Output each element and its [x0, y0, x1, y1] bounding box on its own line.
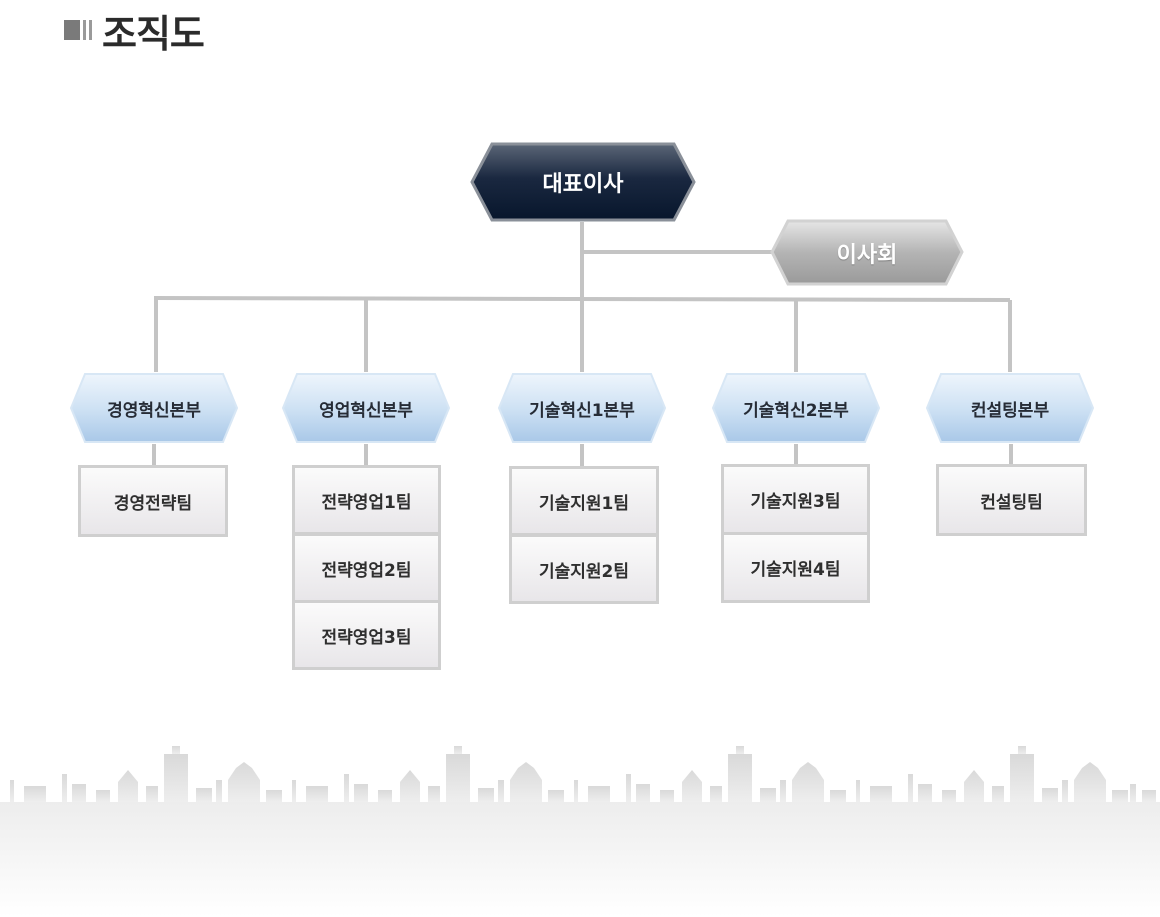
- team-box: 전략영업3팀: [292, 600, 441, 670]
- team-box: 기술지원3팀: [721, 464, 870, 535]
- division-label: 영업혁신본부: [319, 400, 413, 421]
- division-label: 컨설팅본부: [970, 400, 1050, 421]
- team-box: 기술지원2팀: [509, 534, 659, 604]
- division-node: 영업혁신본부: [281, 372, 451, 444]
- page-title: 조직도: [102, 11, 205, 56]
- division-label: 경영혁신본부: [107, 400, 201, 421]
- team-box: 경영전략팀: [78, 465, 228, 537]
- team-box: 전략영업1팀: [292, 465, 441, 535]
- division-node: 기술혁신2본부: [711, 372, 881, 444]
- board-node: 이사회: [770, 219, 964, 286]
- division-node: 경영혁신본부: [69, 372, 239, 444]
- division-label: 기술혁신2본부: [743, 400, 849, 421]
- board-label: 이사회: [836, 242, 898, 268]
- page-heading: 조직도: [64, 8, 205, 56]
- team-box: 컨설팅팀: [936, 464, 1087, 536]
- ceo-node: 대표이사: [470, 142, 696, 222]
- team-box: 전략영업2팀: [292, 533, 441, 603]
- team-box: 기술지원1팀: [509, 466, 659, 536]
- division-label: 기술혁신1본부: [529, 400, 635, 421]
- city-skyline-decoration: [0, 746, 1160, 917]
- division-node: 기술혁신1본부: [497, 372, 667, 444]
- team-box: 기술지원4팀: [721, 532, 870, 603]
- ceo-label: 대표이사: [542, 172, 624, 197]
- division-node: 컨설팅본부: [925, 372, 1095, 444]
- heading-bar-icon: [64, 20, 92, 40]
